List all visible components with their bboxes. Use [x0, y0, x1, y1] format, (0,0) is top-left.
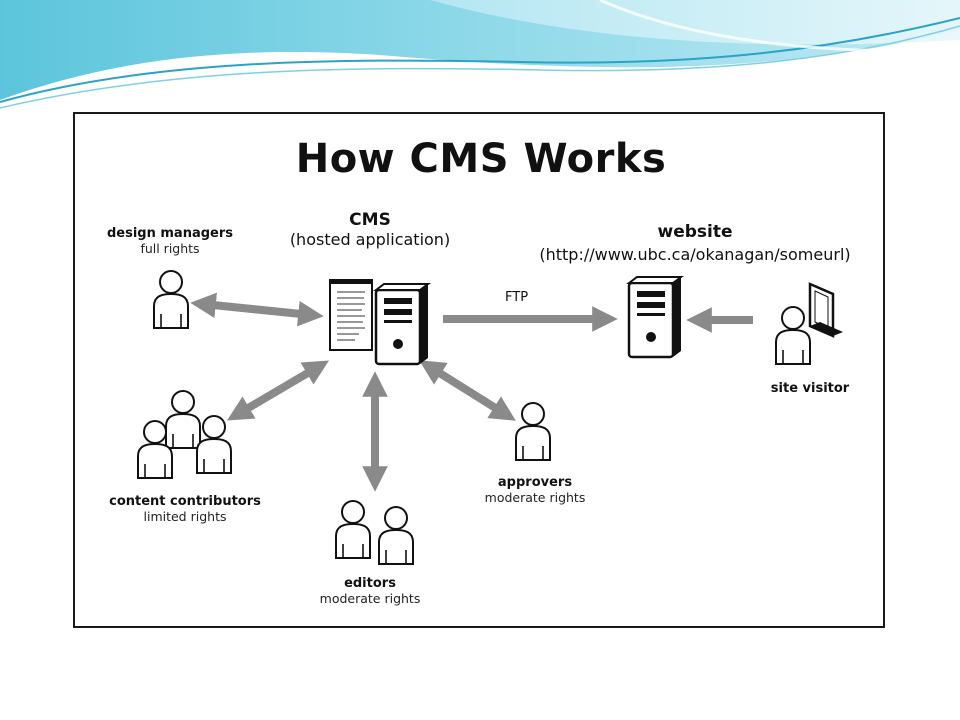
cms-name: CMS: [349, 210, 391, 230]
website-url: (http://www.ubc.ca/okanagan/someurl): [539, 245, 851, 264]
approvers-rights: moderate rights: [484, 490, 586, 505]
website-name: website: [657, 222, 733, 242]
editors-rights: moderate rights: [319, 591, 421, 606]
cms-label: CMS (hosted application): [285, 210, 455, 249]
arrow-approvers-cms: [419, 360, 516, 421]
approvers-label: approvers moderate rights: [465, 475, 605, 505]
website-server-icon: [627, 275, 683, 359]
editors-label: editors moderate rights: [300, 576, 440, 606]
content-contributors-name: content contributors: [109, 494, 261, 509]
cms-server-icon: [374, 282, 430, 366]
site-visitor-icon: [775, 282, 843, 365]
arrow-contributors-cms: [226, 360, 330, 421]
approvers-name: approvers: [497, 475, 573, 490]
design-managers-label: design managers full rights: [95, 226, 245, 256]
cms-document-icon: [329, 279, 373, 351]
design-managers-person-icon: [153, 270, 189, 329]
cms-subtitle: (hosted application): [289, 230, 451, 249]
design-managers-name: design managers: [106, 226, 234, 241]
ftp-label: FTP: [505, 290, 529, 305]
content-contributors-label: content contributors limited rights: [100, 494, 270, 524]
diagram-canvas: [137, 270, 843, 565]
page-title: How CMS Works: [295, 136, 667, 182]
design-managers-rights: full rights: [140, 241, 200, 256]
approvers-person-icon: [515, 402, 551, 461]
editors-name: editors: [344, 576, 396, 591]
website-label: website (http://www.ubc.ca/okanagan/some…: [495, 222, 895, 264]
content-contributors-people-icon: [137, 390, 232, 479]
arrow-design-managers-cms: [190, 292, 324, 327]
site-visitor-name: site visitor: [770, 381, 850, 396]
slide-header-wave: [0, 0, 960, 110]
site-visitor-label: site visitor: [755, 381, 865, 396]
content-contributors-rights: limited rights: [143, 509, 227, 524]
cms-diagram: How CMS Works CMS (hosted application) w…: [73, 112, 885, 628]
editors-people-icon: [335, 500, 414, 565]
arrows: [190, 292, 753, 492]
